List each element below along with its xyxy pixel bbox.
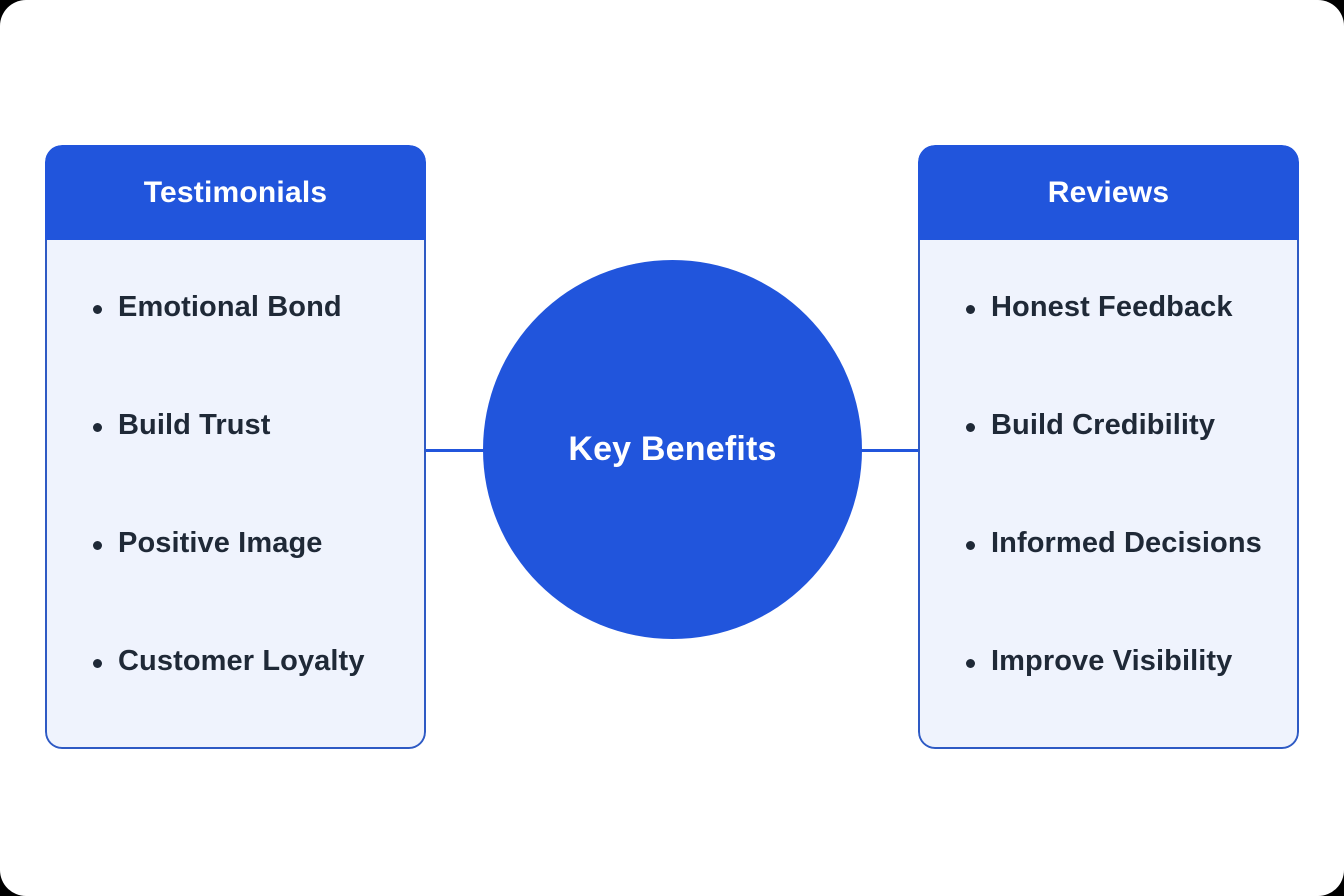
bullet-dot-icon (93, 305, 102, 314)
list-item-label: Emotional Bond (118, 291, 342, 323)
list-item-label: Improve Visibility (991, 645, 1233, 677)
testimonials-bullet-list: Emotional Bond Build Trust Positive Imag… (47, 291, 424, 749)
list-item-label: Customer Loyalty (118, 645, 365, 677)
list-item-label: Build Trust (118, 409, 271, 441)
list-item: Customer Loyalty (93, 645, 410, 749)
bullet-dot-icon (966, 305, 975, 314)
reviews-card-header: Reviews (918, 145, 1299, 240)
list-item: Informed Decisions (966, 527, 1283, 646)
reviews-card-title: Reviews (1047, 175, 1170, 209)
testimonials-card-body: Emotional Bond Build Trust Positive Imag… (45, 240, 426, 749)
testimonials-card-header: Testimonials (45, 145, 426, 240)
list-item: Honest Feedback (966, 291, 1283, 410)
center-node-label: Key Benefits (568, 429, 777, 468)
list-item-label: Positive Image (118, 527, 323, 559)
list-item-label: Build Credibility (991, 409, 1216, 441)
reviews-card-body: Honest Feedback Build Credibility Inform… (918, 240, 1299, 749)
bullet-dot-icon (93, 541, 102, 550)
bullet-dot-icon (966, 423, 975, 432)
bullet-dot-icon (966, 541, 975, 550)
list-item: Emotional Bond (93, 291, 410, 410)
reviews-bullet-list: Honest Feedback Build Credibility Inform… (920, 291, 1297, 749)
reviews-card[interactable]: Reviews Honest Feedback Build Credibilit… (918, 145, 1299, 749)
list-item: Build Trust (93, 409, 410, 528)
list-item: Improve Visibility (966, 645, 1283, 749)
left-connector-line (424, 449, 486, 452)
testimonials-card-title: Testimonials (143, 175, 328, 209)
list-item: Positive Image (93, 527, 410, 646)
testimonials-card[interactable]: Testimonials Emotional Bond Build Trust … (45, 145, 426, 749)
list-item-label: Informed Decisions (991, 527, 1262, 559)
bullet-dot-icon (966, 659, 975, 668)
right-connector-line (858, 449, 920, 452)
center-node-key-benefits[interactable]: Key Benefits (483, 260, 862, 639)
bullet-dot-icon (93, 659, 102, 668)
bullet-dot-icon (93, 423, 102, 432)
list-item: Build Credibility (966, 409, 1283, 528)
list-item-label: Honest Feedback (991, 291, 1233, 323)
